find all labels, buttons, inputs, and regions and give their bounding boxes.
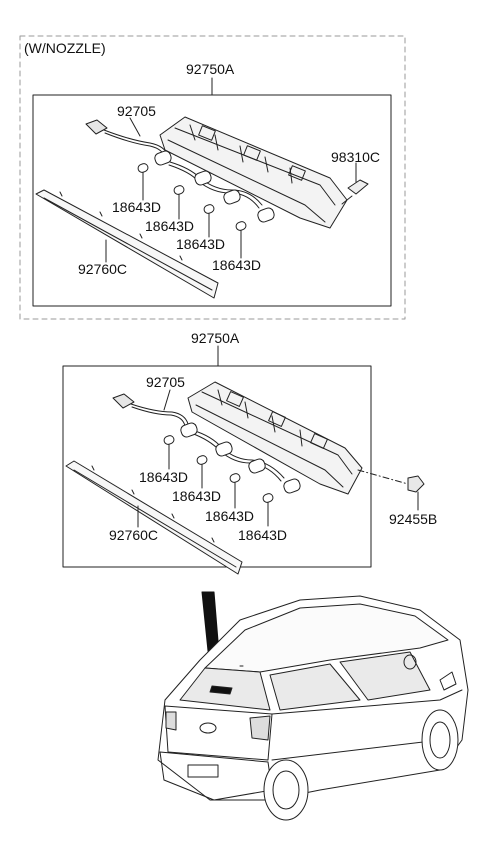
- upper-bulb-3-label: 18643D: [176, 236, 226, 252]
- lower-bulb-leaders: [168, 444, 269, 527]
- upper-nozzle-label: 98310C: [331, 149, 381, 165]
- variant-label: (W/NOZZLE): [24, 40, 106, 56]
- upper-washer-nozzle: [341, 162, 369, 205]
- lower-harness: [112, 389, 285, 482]
- upper-assembly-label: 92750A: [186, 61, 235, 77]
- lower-lens: [65, 460, 243, 575]
- lower-assembly-box: [62, 365, 372, 568]
- upper-bulb-1-label: 18643D: [112, 199, 162, 215]
- lower-bulb-sockets: [163, 422, 301, 503]
- lower-bulb-1-label: 18643D: [139, 469, 189, 485]
- upper-lens-label: 92760C: [78, 261, 128, 277]
- upper-harness-label: 92705: [117, 103, 156, 119]
- upper-bulb-leaders: [142, 172, 242, 259]
- variant-frame: [19, 35, 406, 320]
- upper-bulb-4-label: 18643D: [212, 257, 262, 273]
- grommet-label: 92455B: [389, 511, 438, 527]
- lower-bulb-2-label: 18643D: [172, 488, 222, 504]
- upper-lamp-housing: [159, 116, 348, 229]
- hatchback-rear-view-icon: [157, 591, 469, 821]
- lower-lens-label: 92760C: [109, 527, 159, 543]
- lower-bulb-3-label: 18643D: [205, 508, 255, 524]
- lower-lamp-housing: [187, 381, 363, 495]
- upper-bulb-sockets: [137, 150, 275, 231]
- lower-assembly-label: 92750A: [191, 330, 240, 346]
- lower-bulb-4-label: 18643D: [238, 527, 288, 543]
- grommet-part: [357, 469, 425, 511]
- upper-bulb-2-label: 18643D: [145, 218, 195, 234]
- upper-lens: [35, 189, 219, 299]
- lower-harness-label: 92705: [146, 374, 185, 390]
